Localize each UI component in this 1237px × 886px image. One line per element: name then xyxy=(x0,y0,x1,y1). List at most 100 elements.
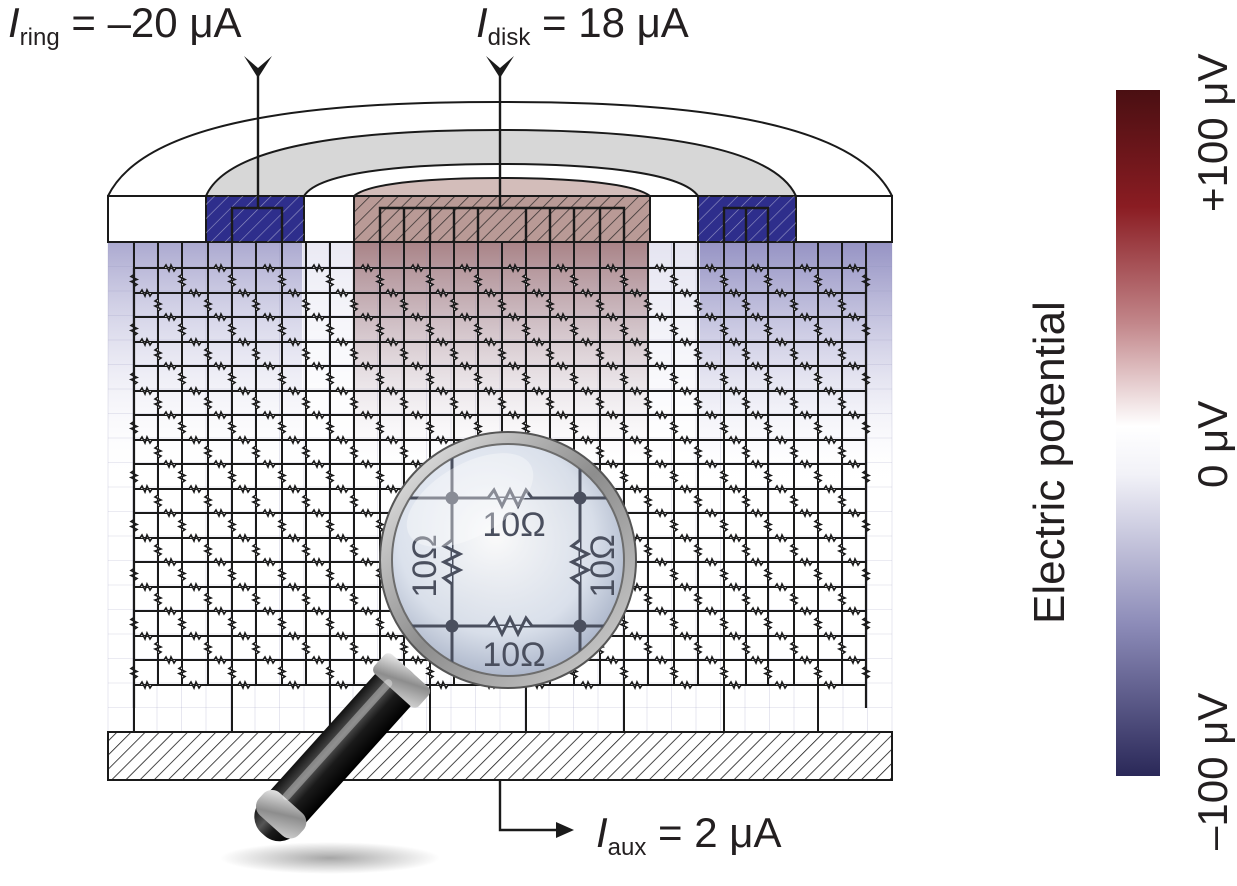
resistor-symbol xyxy=(750,654,764,666)
resistor-symbol xyxy=(311,311,325,323)
resistor-symbol xyxy=(472,273,484,288)
resistor-symbol xyxy=(812,567,824,582)
resistor-symbol xyxy=(728,483,742,495)
resistor-symbol xyxy=(750,311,764,323)
resistor-symbol xyxy=(250,347,262,361)
disk-current-label: Idisk = 18 μA xyxy=(476,2,689,50)
resistor-symbol xyxy=(718,567,730,582)
resistor-symbol xyxy=(629,483,643,495)
resistor-symbol xyxy=(520,273,532,288)
resistor-symbol xyxy=(300,298,312,312)
resistor-symbol xyxy=(176,665,188,680)
resistor-symbol xyxy=(750,556,764,568)
resistor-symbol xyxy=(139,679,153,691)
resistor-symbol xyxy=(799,556,813,568)
resistor-symbol xyxy=(324,322,336,337)
resistor-symbol xyxy=(788,396,800,410)
aux-current-value: = 2 μA xyxy=(646,809,782,856)
resistor-symbol xyxy=(594,445,606,459)
resistor-symbol xyxy=(311,605,325,617)
resistor-symbol xyxy=(237,679,251,691)
resistor-symbol xyxy=(668,420,680,435)
resistor-symbol xyxy=(629,434,643,446)
resistor-symbol xyxy=(704,556,718,568)
resistor-symbol xyxy=(679,385,693,397)
resistor-symbol xyxy=(847,311,861,323)
resistor-symbol xyxy=(311,556,325,568)
resistor-symbol xyxy=(226,322,238,337)
resistor-symbol xyxy=(213,605,227,617)
resistor-symbol xyxy=(237,385,251,397)
resistor-symbol xyxy=(618,371,630,386)
resistor-symbol xyxy=(152,298,164,312)
resistor-symbol xyxy=(740,347,752,361)
resistor-symbol xyxy=(176,322,188,337)
resistor-symbol xyxy=(507,409,521,421)
resistor-symbol xyxy=(202,298,214,312)
resistor-symbol xyxy=(287,385,301,397)
resistor-symbol xyxy=(762,322,774,337)
resistor-symbol xyxy=(287,581,301,593)
resistor-symbol xyxy=(213,507,227,519)
resistor-symbol xyxy=(679,679,693,691)
resistor-symbol xyxy=(226,469,238,484)
aux-arrow-icon xyxy=(556,822,574,838)
resistor-symbol xyxy=(311,507,325,519)
ring-current-symbol: I xyxy=(8,0,20,46)
resistor-symbol xyxy=(360,458,374,470)
resistor-symbol xyxy=(152,494,164,508)
resistor-symbol xyxy=(188,483,202,495)
resistor-symbol xyxy=(424,371,436,386)
resistor-symbol xyxy=(410,654,424,666)
resistor-symbol xyxy=(276,273,288,288)
resistor-symbol xyxy=(692,347,704,361)
colorbar-title: Electric potential xyxy=(1025,301,1074,624)
resistor-symbol xyxy=(311,360,325,372)
resistor-symbol xyxy=(618,420,630,435)
resistor-symbol xyxy=(774,679,788,691)
resistor-symbol xyxy=(188,336,202,348)
resistor-symbol xyxy=(836,298,848,312)
resistor-symbol xyxy=(459,311,473,323)
resistor-symbol xyxy=(847,409,861,421)
aux-feed-wire xyxy=(498,780,560,832)
resistor-symbol xyxy=(812,469,824,484)
colorbar-tick-max: +100 μV xyxy=(1189,53,1236,212)
resistor-symbol xyxy=(237,336,251,348)
resistor-symbol xyxy=(300,396,312,410)
resistor-symbol xyxy=(580,434,594,446)
resistor-symbol xyxy=(692,445,704,459)
resistor-symbol xyxy=(788,445,800,459)
resistor-symbol xyxy=(580,287,594,299)
resistor-symbol xyxy=(213,262,227,274)
resistor-symbol xyxy=(847,360,861,372)
disk-current-subscript: disk xyxy=(487,24,531,51)
resistor-symbol xyxy=(262,262,276,274)
resistor-symbol xyxy=(163,605,177,617)
resistor-symbol xyxy=(250,298,262,312)
resistor-symbol xyxy=(668,469,680,484)
resistor-symbol xyxy=(618,322,630,337)
resistor-symbol xyxy=(679,532,693,544)
resistor-symbol xyxy=(176,469,188,484)
resistor-symbol xyxy=(774,630,788,642)
resistor-symbol xyxy=(507,360,521,372)
resistor-symbol xyxy=(276,420,288,435)
resistor-symbol xyxy=(237,630,251,642)
resistor-symbol xyxy=(348,396,360,410)
resistor-symbol xyxy=(202,445,214,459)
resistor-symbol xyxy=(718,518,730,533)
resistor-symbol xyxy=(740,543,752,557)
resistor-symbol xyxy=(287,287,301,299)
resistor-symbol xyxy=(410,262,424,274)
resistor-symbol xyxy=(718,616,730,631)
resistor-symbol xyxy=(385,630,399,642)
resistor-symbol xyxy=(496,396,508,410)
resistor-symbol xyxy=(507,311,521,323)
resistor-symbol xyxy=(812,665,824,680)
resistor-symbol xyxy=(679,336,693,348)
colorbar-tick-min: –100 μV xyxy=(1189,692,1236,850)
resistor-symbol xyxy=(398,445,410,459)
resistor-symbol xyxy=(750,458,764,470)
resistor-symbol xyxy=(618,273,630,288)
